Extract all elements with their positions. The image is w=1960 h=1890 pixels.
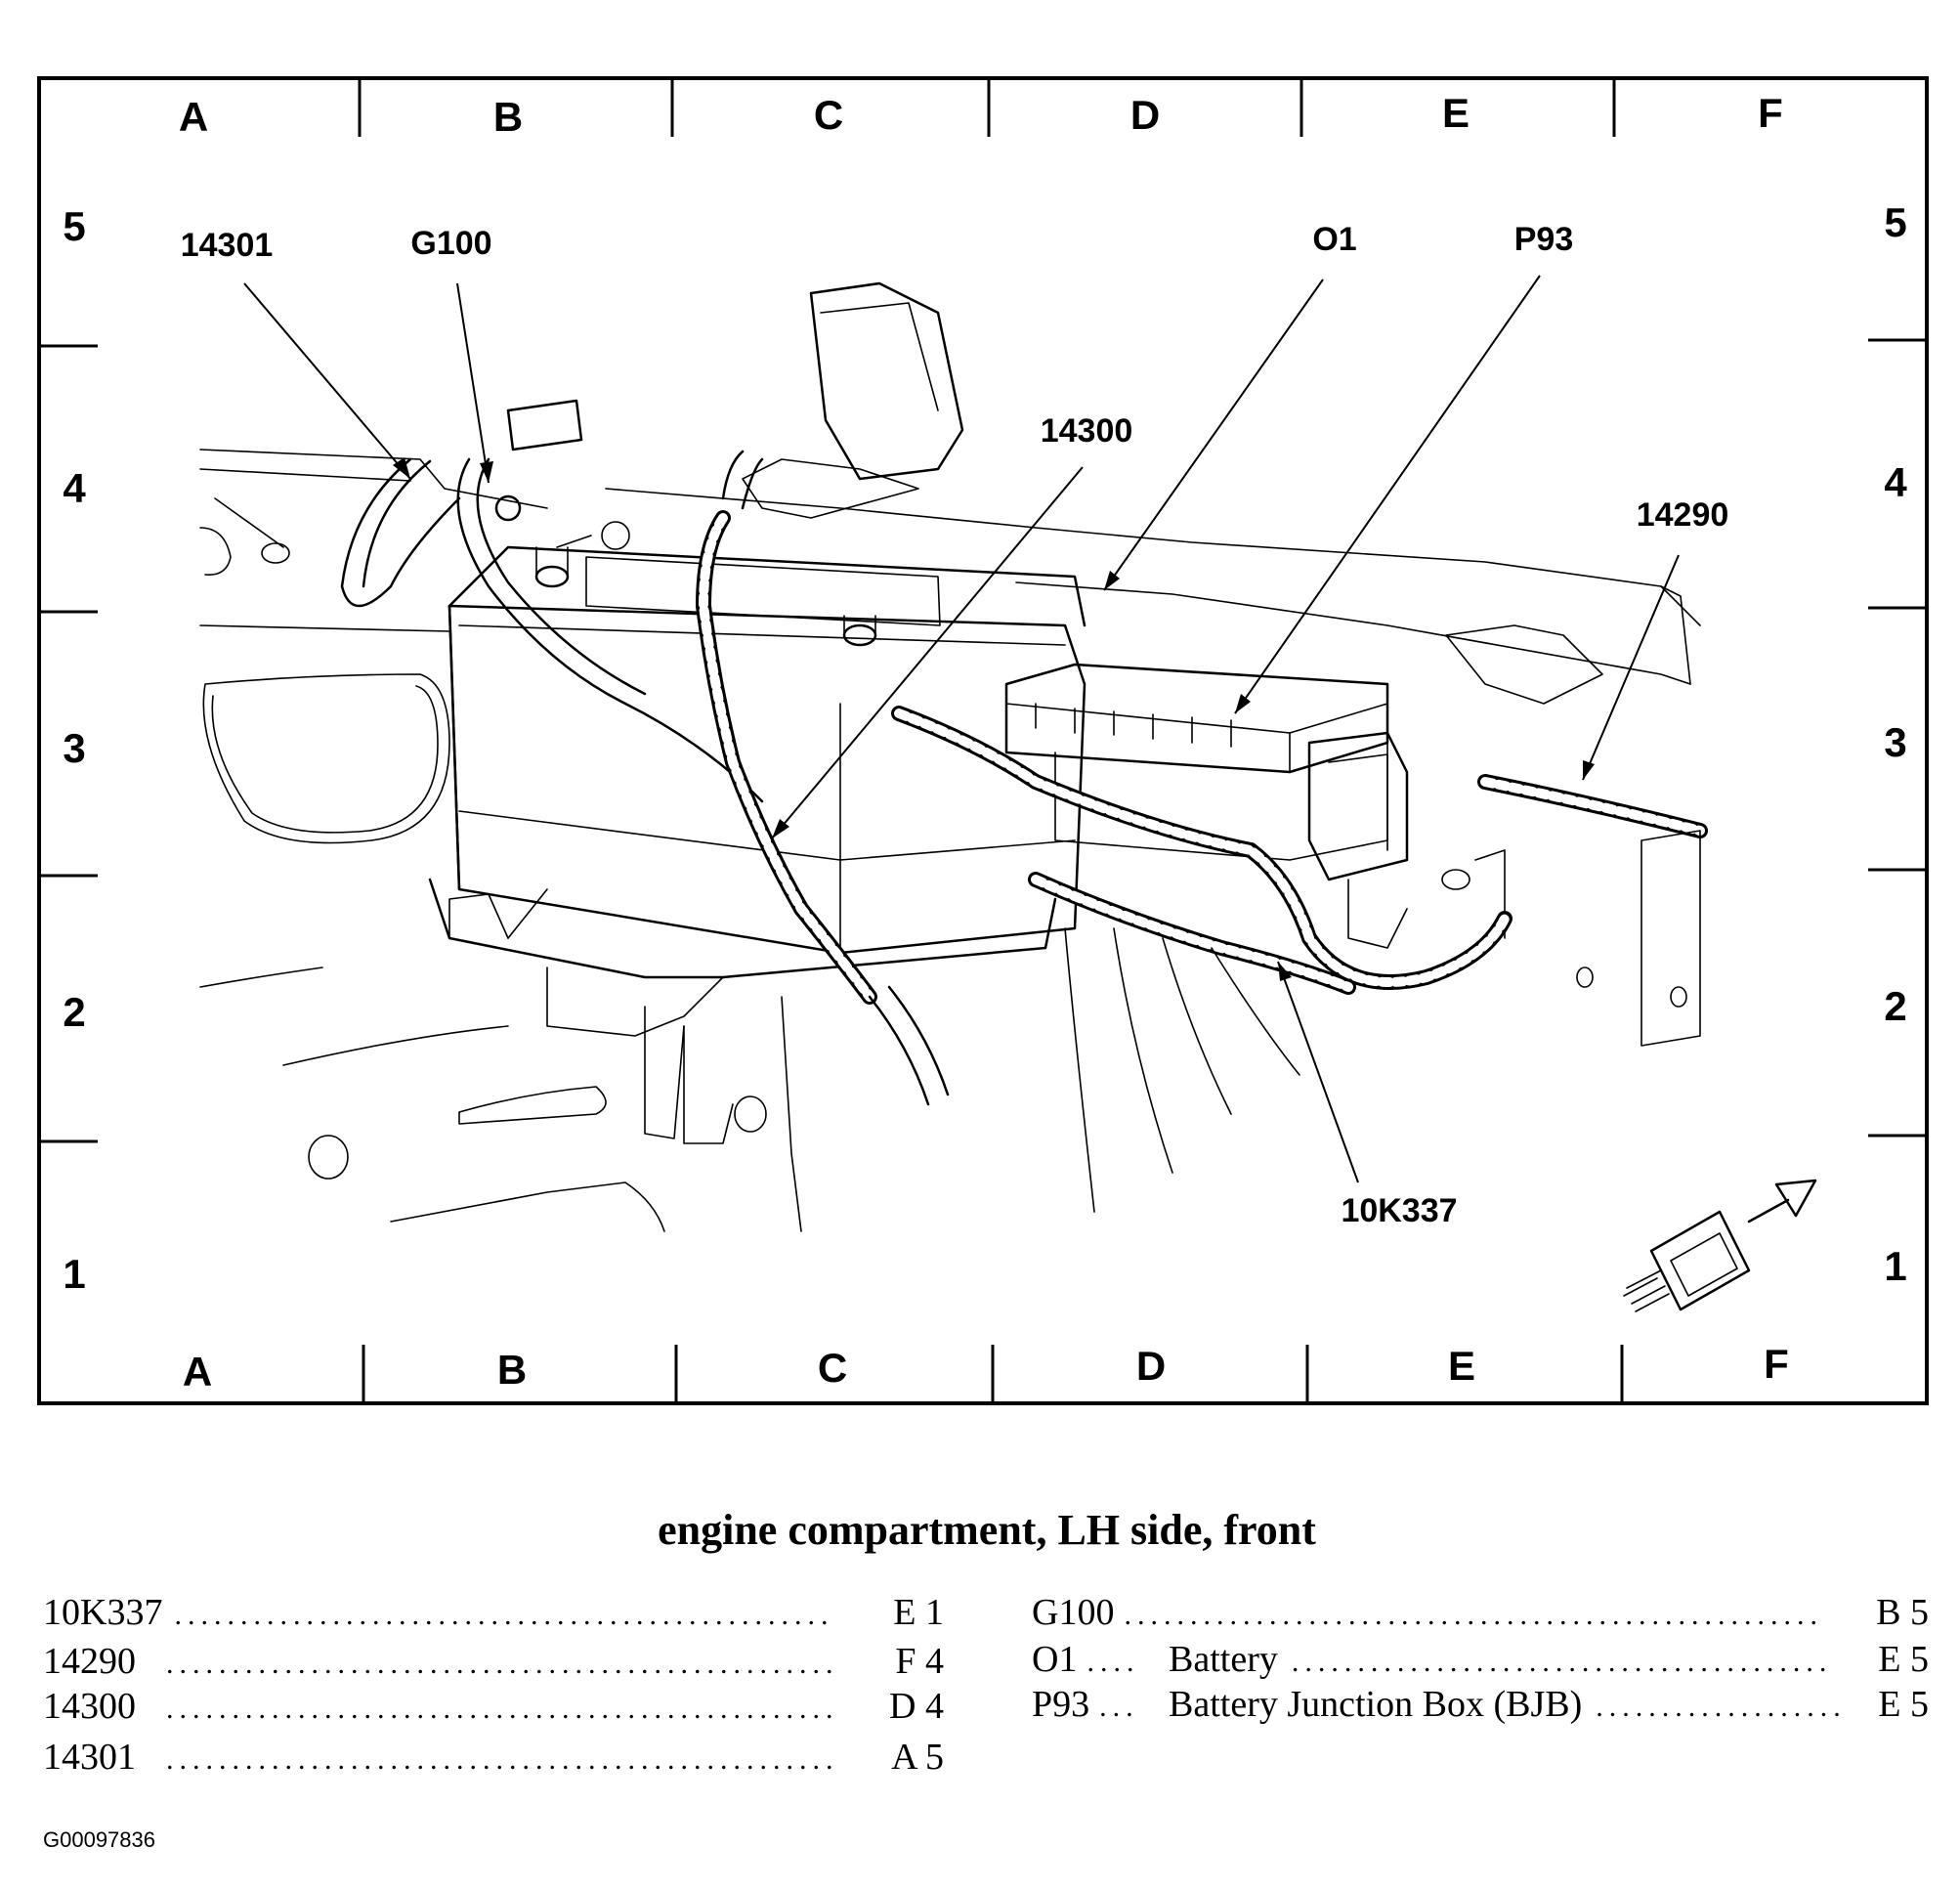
row-label-left-4: 4 [63,465,86,511]
engine-compartment-illustration [199,281,1708,1232]
row-label-right-1: 1 [1884,1243,1906,1289]
callout-10k337: 10K337 [1341,1192,1457,1229]
col-label-top-c: C [814,92,843,138]
row-label-left-2: 2 [63,989,85,1035]
leader-arrowheads [393,457,1595,981]
row-label-right-2: 2 [1884,983,1906,1029]
vehicle-orientation-icon [1623,1179,1817,1312]
legend-left: 10K337 E 1...............................… [43,1592,944,1778]
column-labels-top: A B C D E F [179,90,1783,140]
callout-14290: 14290 [1637,496,1729,534]
legend-left-location: D 4 [889,1686,944,1727]
legend-left-leader-dots: ........................................… [166,1648,839,1680]
row-label-left-3: 3 [63,725,85,771]
col-label-bottom-f: F [1764,1341,1789,1387]
callout-g100: G100 [410,225,491,262]
column-labels-bottom: A B C D E F [183,1341,1789,1395]
legend-right-leader-dots: ................... [1596,1691,1847,1723]
col-label-top-e: E [1442,90,1470,136]
legend-right: G100 B 5.................................… [1032,1592,1929,1725]
callout-o1: O1 [1312,221,1356,258]
col-label-bottom-a: A [183,1349,212,1395]
legend-right-location: E 5 [1878,1639,1929,1680]
col-label-bottom-b: B [497,1347,527,1393]
col-label-bottom-e: E [1448,1343,1475,1389]
legend-right-description: Battery Junction Box (BJB) [1169,1684,1582,1725]
bottom-column-dividers [362,1345,1624,1403]
legend-left-leader-dots: ........................................… [166,1743,839,1776]
col-label-top-d: D [1130,92,1160,138]
row-label-right-5: 5 [1884,199,1906,245]
row-label-left-1: 1 [63,1251,85,1297]
legend-right-description: Battery [1169,1639,1278,1680]
legend-right-leader-dots: .... [1087,1646,1139,1678]
legend-left-leader-dots: ........................................… [166,1693,839,1725]
callout-p93: P93 [1514,221,1574,258]
row-labels-left: 5 4 3 2 1 [63,203,86,1297]
figure-title: engine compartment, LH side, front [658,1506,1316,1554]
legend-left-code: 14301 [43,1737,136,1778]
callout-14301: 14301 [181,227,274,264]
legend-right-location: B 5 [1876,1592,1929,1633]
right-row-dividers [1868,338,1927,1138]
legend-left-code: 14290 [43,1641,136,1682]
row-labels-right: 5 4 3 2 1 [1884,199,1907,1289]
col-label-top-f: F [1758,90,1783,136]
top-column-dividers [358,78,1616,137]
legend-left-location: A 5 [891,1737,944,1778]
callout-14300: 14300 [1041,412,1133,450]
leader-lines [243,275,1680,1183]
legend-right-leader-dots: ... [1099,1691,1139,1723]
col-label-bottom-d: D [1136,1343,1166,1389]
row-label-right-4: 4 [1884,459,1907,505]
row-label-left-5: 5 [63,203,85,249]
legend-right-code: P93 [1032,1684,1089,1725]
legend-left-code: 14300 [43,1686,136,1727]
legend-right-location: E 5 [1878,1684,1929,1725]
diagram-frame [37,76,1929,1405]
legend-right-code: G100 [1032,1592,1114,1633]
legend-right-code: O1 [1032,1639,1077,1680]
legend-left-location: E 1 [893,1592,944,1633]
col-label-bottom-c: C [818,1345,847,1391]
legend-right-leader-dots: ........................................… [1292,1646,1833,1678]
legend-left-leader-dots: ........................................… [174,1599,833,1631]
figure-id: G00097836 [43,1827,155,1852]
col-label-top-a: A [179,94,208,140]
legend-left-code: 10K337 [43,1592,162,1633]
legend-left-location: F 4 [895,1641,944,1682]
left-row-dividers [39,344,98,1143]
col-label-top-b: B [493,94,523,140]
callout-labels: 14301 G100 O1 P93 14300 14290 10K337 [181,221,1729,1229]
legend-right-leader-dots: ........................................… [1124,1599,1823,1631]
row-label-right-3: 3 [1884,719,1906,765]
